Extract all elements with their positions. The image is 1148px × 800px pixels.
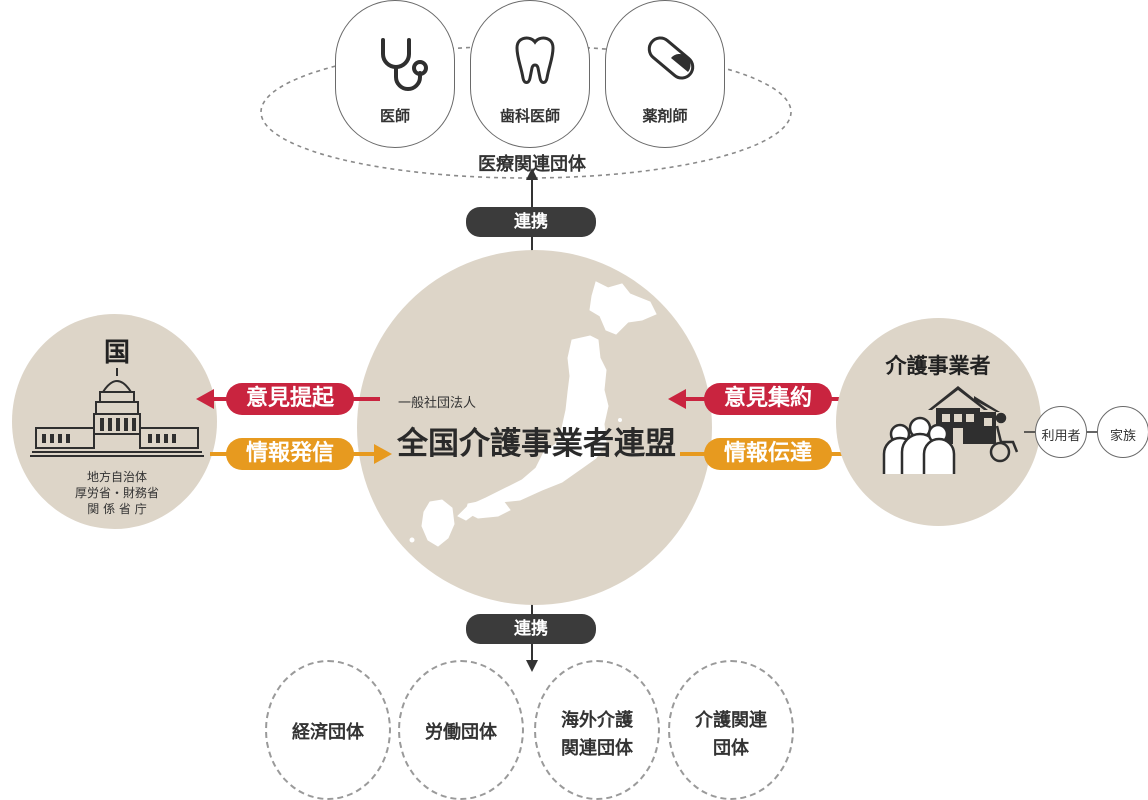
right-info-label: 情報伝達 — [704, 438, 832, 470]
government-title: 国 — [103, 338, 130, 368]
care-related-label-1: 介護関連 — [695, 710, 767, 731]
pharmacist-label: 薬剤師 — [642, 107, 688, 125]
people-icon — [882, 416, 956, 474]
care-related-label-2: 団体 — [713, 738, 749, 759]
center-title: 全国介護事業者連盟 — [397, 426, 676, 462]
providers-title: 介護事業者 — [885, 354, 991, 378]
bottom-link-pill: 連携 — [466, 614, 596, 644]
wheelchair-icon — [989, 412, 1019, 463]
pharmacist-circle — [605, 0, 725, 148]
family-label: 家族 — [1109, 429, 1136, 444]
government-sub-1: 地方自治体 — [86, 470, 147, 484]
overseas-care-label-2: 関連団体 — [561, 738, 633, 759]
government-circle — [12, 314, 217, 529]
government-sub-2: 厚労省・財務省 — [74, 486, 159, 500]
tooth-icon — [515, 36, 555, 84]
overseas-care-label-1: 海外介護 — [561, 710, 633, 731]
economic-group-circle — [265, 660, 391, 800]
top-link-pill: 連携 — [466, 207, 596, 237]
stethoscope-icon — [381, 38, 428, 91]
care-related-group-circle — [668, 660, 794, 800]
capsule-icon — [647, 36, 695, 80]
left-opinion-label: 意見提起 — [226, 383, 354, 415]
users-circle — [1035, 406, 1087, 458]
overseas-care-group-circle — [534, 660, 660, 800]
doctor-label: 医師 — [379, 107, 410, 125]
left-info-label: 情報発信 — [226, 438, 354, 470]
labor-group-circle — [398, 660, 524, 800]
economic-group-label: 経済団体 — [292, 722, 364, 743]
users-label: 利用者 — [1041, 429, 1081, 444]
family-circle — [1097, 406, 1148, 458]
labor-group-label: 労働団体 — [425, 722, 497, 743]
dentist-label: 歯科医師 — [499, 107, 560, 125]
government-sub-3: 関 係 省 庁 — [87, 502, 147, 516]
right-opinion-label: 意見集約 — [704, 383, 832, 415]
medical-group-label: 医療関連団体 — [478, 154, 586, 175]
center-subtitle: 一般社団法人 — [398, 396, 477, 411]
